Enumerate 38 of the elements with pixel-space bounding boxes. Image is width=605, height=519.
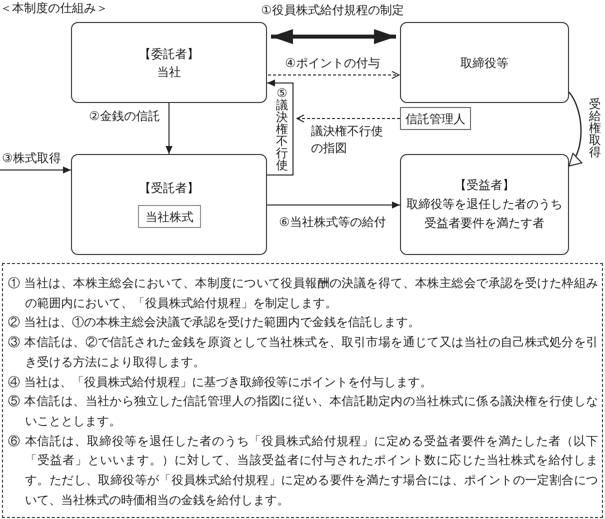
note-item: ④ 当社は、「役員株式給付規程」に基づき取締役等にポイントを付与します。: [7, 374, 433, 391]
note-item: ③ 本信託は、②で信託された金銭を原資として当社株式を、取引市場を通じて又は当社の自己株式処分を引き受ける方法により取得します。: [7, 334, 598, 371]
node-text: 取締役等: [460, 54, 508, 72]
arrow: [0, 166, 72, 174]
edge-label: 議決権不行使の指図: [311, 123, 384, 157]
edge-label: ①役員株式給付規程の制定: [261, 2, 404, 16]
node-heading: 【委託者】: [139, 46, 199, 62]
node-text: 当社株式: [146, 208, 194, 224]
note-item: ① 当社は、本株主総会において、本制度について役員報酬の決議を得て、本株主総会で承認を受けた枠組みの範囲内において、「役員株式給付規程」を制定します。: [7, 275, 598, 312]
notes-box: [2, 263, 603, 518]
diagram-title: ＜本制度の仕組み＞: [0, 1, 108, 15]
party-box: [71, 22, 267, 103]
edge-label: ⑥当社株式等の給付: [279, 215, 386, 229]
party-box: [71, 154, 267, 255]
node-text: 取締役等を退任した者のうち受益者要件を満たす者: [406, 196, 564, 232]
node-text: 【受託者】: [139, 180, 199, 197]
dashed-arrow: [296, 114, 400, 122]
label-box: [400, 107, 471, 130]
node-text: 当社: [157, 64, 181, 80]
party-box: [400, 22, 569, 103]
edge-label: 受給権取得: [589, 98, 601, 158]
note-item: ⑥ 本信託は、取締役等を退任した者のうち「役員株式給付規程」に定める受益者要件を満たした者（以下「受益者」といいます。）に対して、当該受益者に付与されたポイント数に応じた当社株式を給付します。ただし、取締役等が「役員株式給付規程」に定める要件を満たす場合には、ポイントの一定割合について、当社株式の時価相当の金銭を給付します。: [7, 432, 598, 509]
dashed-arrow: [268, 70, 400, 79]
node-heading: 【受益者】: [454, 177, 514, 194]
arrow: [266, 202, 400, 208]
curved-arrow: [568, 92, 582, 167]
arrow: [166, 102, 172, 154]
edge-label: ③株式取得: [2, 151, 61, 165]
edge-label: ②金銭の信託: [89, 109, 160, 123]
double-arrow: [271, 29, 396, 44]
node-text: 信託管理人: [406, 110, 466, 126]
elbow-arrow: [266, 80, 294, 176]
note-item: ② 当社は、①の本株主総会決議で承認を受けた範囲内で金銭を信託します。: [7, 314, 421, 332]
edge-label: ⑤議決権不行使: [276, 87, 288, 171]
party-box: [400, 154, 569, 255]
stock-box: [138, 205, 201, 228]
edge-label: ④ポイントの付与: [285, 56, 380, 70]
note-item: ⑤ 本信託は、当社から独立した信託管理人の指図に従い、本信託勘定内の当社株式に係る議決権を行使しないこととします。: [7, 393, 598, 430]
